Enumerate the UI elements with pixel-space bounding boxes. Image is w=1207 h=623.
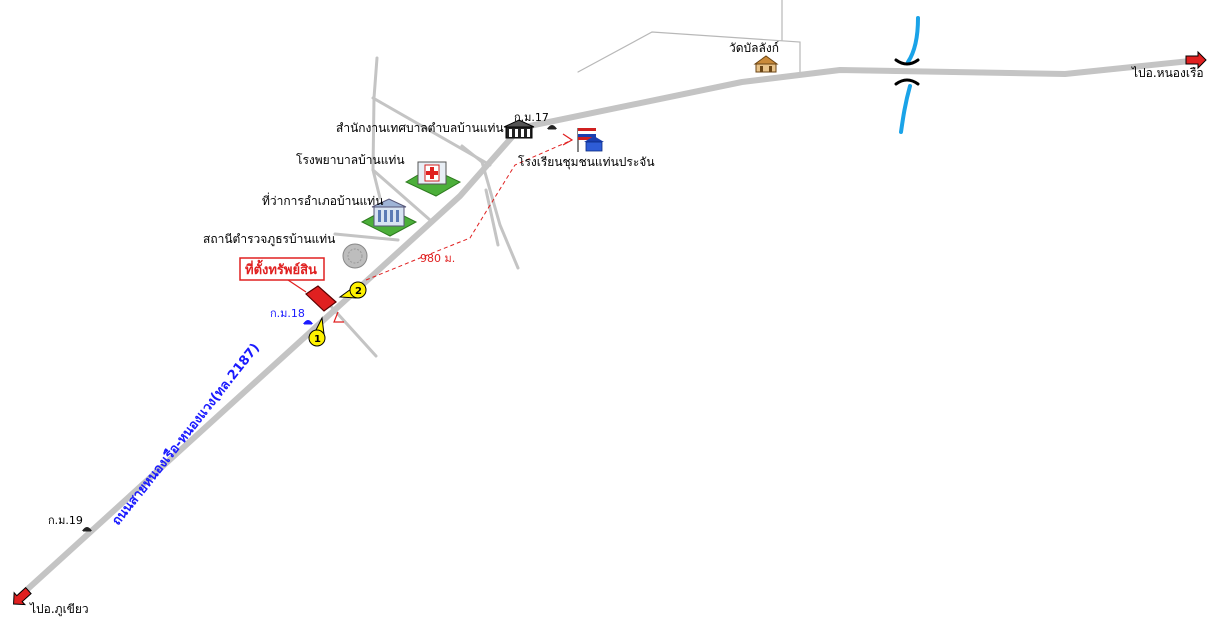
distance-line bbox=[365, 139, 573, 281]
km18-label: ก.ม.18 bbox=[270, 307, 305, 320]
distance-arrowhead bbox=[562, 133, 574, 146]
hospital-label: โรงพยาบาลบ้านแท่น bbox=[296, 153, 405, 167]
km17-label: ก.ม.17 bbox=[514, 111, 549, 124]
destination-label-nong-ruea: ไปอ.หนองเรือ bbox=[1131, 66, 1204, 80]
side-road-district bbox=[333, 232, 400, 242]
municipal-office-label: สำนักงานเทศบาลตำบลบ้านแท่น bbox=[336, 121, 504, 135]
side-road-west-vertical bbox=[371, 56, 382, 200]
km19-label: ก.ม.19 bbox=[48, 514, 83, 527]
police-station-label: สถานีตำรวจภูธรบ้านแท่น bbox=[203, 232, 335, 247]
side-road-east-branch bbox=[484, 188, 500, 247]
distance-label: 980 ม. bbox=[420, 252, 455, 265]
school-label: โรงเรียนชุมชนแท่นประจัน bbox=[518, 155, 655, 170]
side-road-east bbox=[460, 144, 520, 270]
red-arrow-icon bbox=[1185, 50, 1207, 70]
km-post-icon bbox=[547, 125, 557, 130]
property-parcel bbox=[305, 285, 337, 312]
side-road-hospital bbox=[371, 168, 432, 222]
property-callout bbox=[239, 257, 325, 293]
road-name-label: ถนนสายหนองเรือ-หนองแวง(ทล.2187) bbox=[109, 340, 263, 528]
km-post-icon bbox=[303, 320, 313, 325]
location-marker-icon bbox=[308, 316, 326, 347]
red-arrow-icon bbox=[13, 586, 32, 606]
hospital-icon bbox=[404, 161, 462, 197]
police-station-icon bbox=[342, 243, 368, 269]
government-building-icon bbox=[360, 198, 418, 237]
marker2-label: 2 bbox=[355, 286, 362, 297]
river bbox=[899, 16, 920, 134]
marker1-label: 1 bbox=[314, 334, 321, 345]
destination-label-phu-khiao: ไปอ.ภูเขียว bbox=[29, 602, 89, 617]
bridge-icon bbox=[894, 58, 920, 86]
temple-icon bbox=[753, 55, 779, 73]
distance-start-hook bbox=[333, 311, 344, 323]
municipal-building-icon bbox=[503, 119, 535, 139]
km-post-icon bbox=[82, 527, 92, 532]
location-marker-icon bbox=[338, 281, 367, 299]
district-office-label: ที่ว่าการอำเภอบ้านแท่น bbox=[262, 192, 383, 208]
minor-roads bbox=[316, 0, 801, 358]
main-road bbox=[17, 57, 1203, 599]
school-flag-icon bbox=[577, 128, 604, 152]
minor-road-north-temple bbox=[577, 31, 801, 73]
property-label: ที่ตั้งทรัพย์สิน bbox=[245, 259, 317, 278]
temple-label: วัดบัลลังก์ bbox=[729, 41, 779, 55]
